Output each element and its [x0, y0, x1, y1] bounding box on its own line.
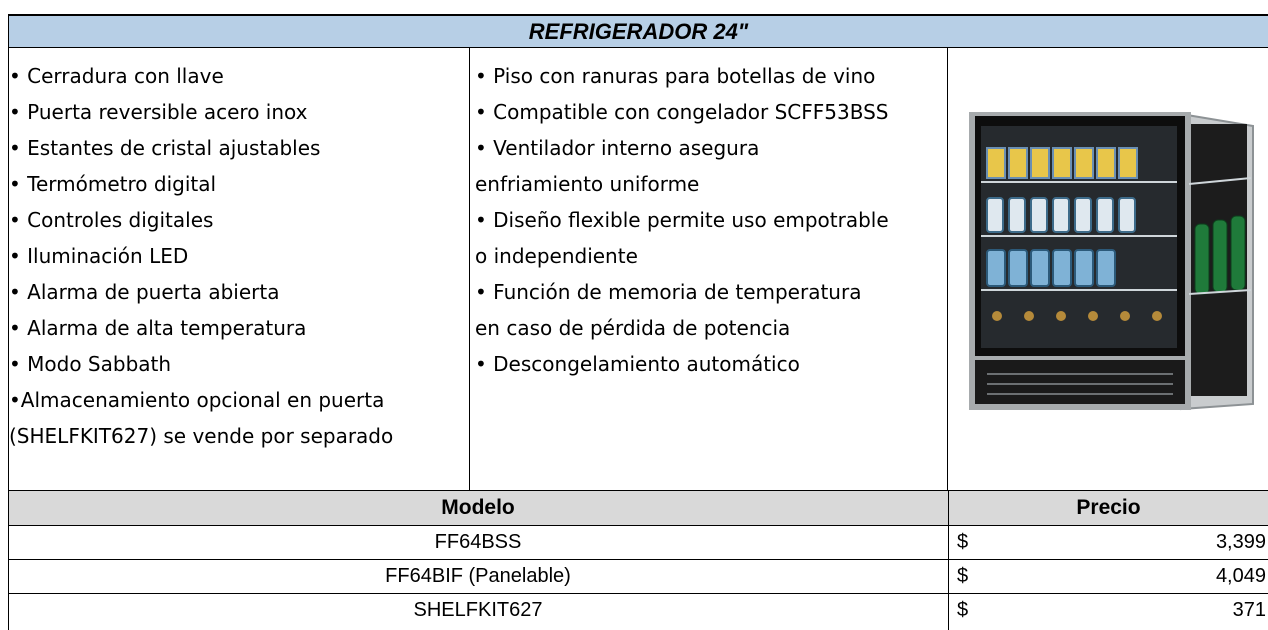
model-cell: FF64BSS — [434, 531, 522, 553]
feature-item: • Ventilador interno asegura — [475, 136, 760, 160]
price-amount: 371 — [1232, 599, 1266, 621]
table-header: Modelo Precio — [8, 491, 1268, 526]
currency-symbol: $ — [957, 531, 969, 553]
feature-item: • Descongelamiento automático — [475, 352, 800, 376]
column-divider — [469, 48, 470, 490]
currency-symbol: $ — [957, 599, 969, 621]
features-section: • Cerradura con llave • Puerta reversibl… — [8, 48, 1268, 491]
feature-item: en caso de pérdida de potencia — [475, 316, 791, 340]
table-row: FF64BSS $ 3,399 — [8, 526, 1268, 560]
feature-item: • Puerta reversible acero inox — [9, 100, 308, 124]
price-cell: $ 371 — [948, 594, 1268, 630]
feature-item: • Estantes de cristal ajustables — [9, 136, 321, 160]
table-row: FF64BIF (Panelable) $ 4,049 — [8, 560, 1268, 594]
feature-item: • Función de memoria de temperatura — [475, 280, 862, 304]
features-column-right: • Piso con ranuras para botellas de vino… — [475, 58, 950, 382]
price-amount: 4,049 — [1215, 565, 1266, 587]
feature-item: • Iluminación LED — [9, 244, 189, 268]
feature-item: • Controles digitales — [9, 208, 214, 232]
refrigerator-product-photo — [967, 104, 1263, 412]
header-model: Modelo — [441, 496, 515, 519]
price-cell: $ 3,399 — [948, 526, 1268, 559]
feature-item: • Cerradura con llave — [9, 64, 224, 88]
page-title: REFRIGERADOR 24" — [8, 14, 1268, 48]
feature-item: • Compatible con congelador SCFF53BSS — [475, 100, 889, 124]
feature-item: •Almacenamiento opcional en puerta — [9, 388, 385, 412]
feature-item: (SHELFKIT627) se vende por separado — [9, 424, 394, 448]
refrigerator-icon — [967, 104, 1263, 412]
feature-item: • Termómetro digital — [9, 172, 217, 196]
model-cell: FF64BIF (Panelable) — [385, 565, 571, 587]
model-cell: SHELFKIT627 — [413, 599, 543, 621]
price-amount: 3,399 — [1215, 531, 1266, 553]
header-price: Precio — [948, 491, 1268, 525]
currency-symbol: $ — [957, 565, 969, 587]
feature-item: • Modo Sabbath — [9, 352, 172, 376]
feature-item: • Alarma de alta temperatura — [9, 316, 307, 340]
features-column-left: • Cerradura con llave • Puerta reversibl… — [9, 58, 469, 454]
feature-item: • Diseño flexible permite uso empotrable — [475, 208, 889, 232]
price-cell: $ 4,049 — [948, 560, 1268, 593]
feature-item: o independiente — [475, 244, 638, 268]
feature-item: • Piso con ranuras para botellas de vino — [475, 64, 876, 88]
table-row: SHELFKIT627 $ 371 — [8, 594, 1268, 630]
feature-item: enfriamiento uniforme — [475, 172, 700, 196]
column-divider — [947, 48, 948, 490]
feature-item: • Alarma de puerta abierta — [9, 280, 280, 304]
